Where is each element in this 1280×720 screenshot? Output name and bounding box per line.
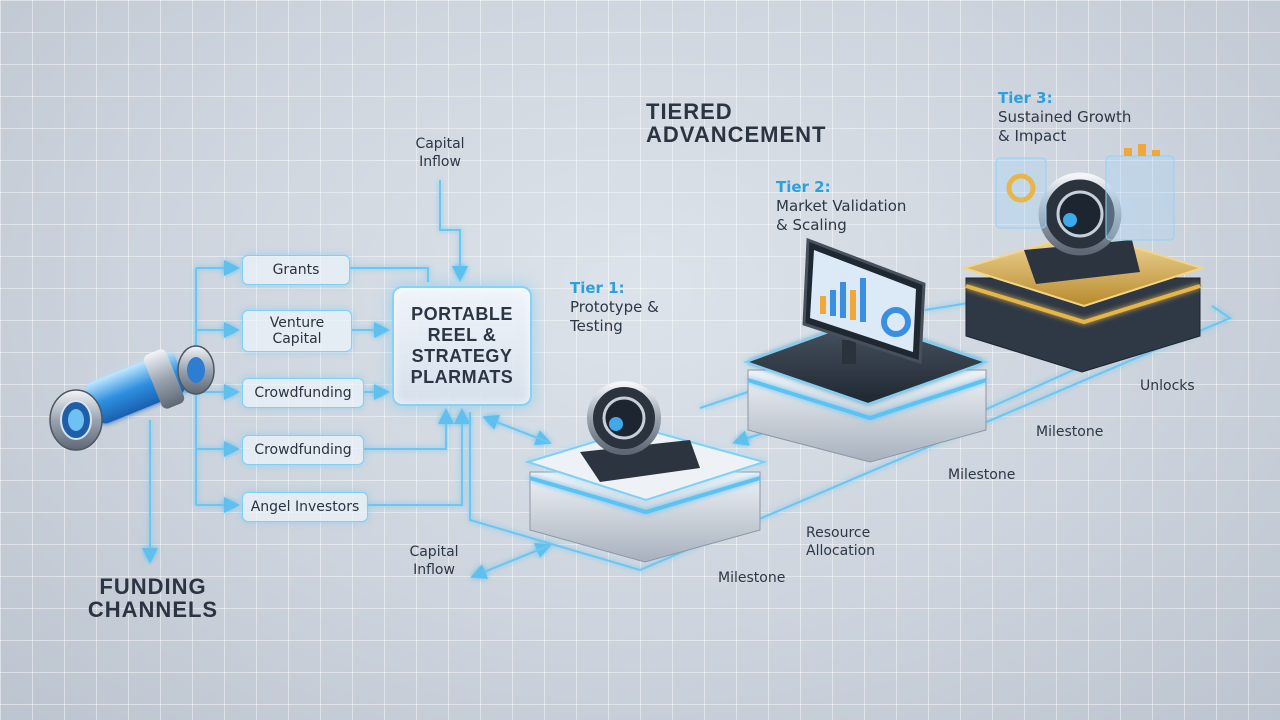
channel-label: Angel Investors: [251, 499, 360, 515]
channel-venture-capital[interactable]: Venture Capital: [242, 310, 352, 352]
channel-label: Venture Capital: [270, 315, 324, 347]
tier-1-platform-graphic: [528, 384, 764, 562]
capital-inflow-bottom-label: Capital Inflow: [394, 543, 474, 579]
tier-1-name: Tier 1:: [570, 279, 700, 298]
funding-pipe-graphic: [50, 346, 214, 450]
milestone-label-2: Milestone: [948, 466, 1038, 484]
capital-inflow-top-label: Capital Inflow: [400, 135, 480, 171]
resource-allocation-label: Resource Allocation: [806, 524, 906, 560]
milestone-label-1: Milestone: [718, 569, 808, 587]
tier-1-description: Prototype & Testing: [570, 298, 700, 336]
channel-grants[interactable]: Grants: [242, 255, 350, 285]
tiered-advancement-heading: TIERED ADVANCEMENT: [646, 100, 866, 146]
channel-label: Crowdfunding: [254, 442, 351, 458]
tier-2-name: Tier 2:: [776, 178, 946, 197]
channel-label: Grants: [273, 262, 320, 278]
tier-3-name: Tier 3:: [998, 89, 1178, 108]
tier-2-description: Market Validation & Scaling: [776, 197, 946, 235]
channel-angel-investors[interactable]: Angel Investors: [242, 492, 368, 522]
tier-3-label: Tier 3: Sustained Growth & Impact: [998, 89, 1178, 146]
unlocks-label: Unlocks: [1140, 377, 1220, 395]
tier-2-label: Tier 2: Market Validation & Scaling: [776, 178, 946, 235]
hub-title: PORTABLE REEL & STRATEGY PLARMATS: [411, 304, 514, 388]
tier-1-label: Tier 1: Prototype & Testing: [570, 279, 700, 336]
funding-channels-heading: FUNDING CHANNELS: [78, 575, 228, 621]
channel-label: Crowdfunding: [254, 385, 351, 401]
channel-crowdfunding-1[interactable]: Crowdfunding: [242, 378, 364, 408]
tier-3-description: Sustained Growth & Impact: [998, 108, 1178, 146]
tier-2-platform-graphic: [746, 240, 986, 462]
tier-3-platform-graphic: [964, 144, 1202, 372]
channel-crowdfunding-2[interactable]: Crowdfunding: [242, 435, 364, 465]
strategy-hub-box[interactable]: PORTABLE REEL & STRATEGY PLARMATS: [392, 286, 532, 406]
milestone-label-3: Milestone: [1036, 423, 1126, 441]
